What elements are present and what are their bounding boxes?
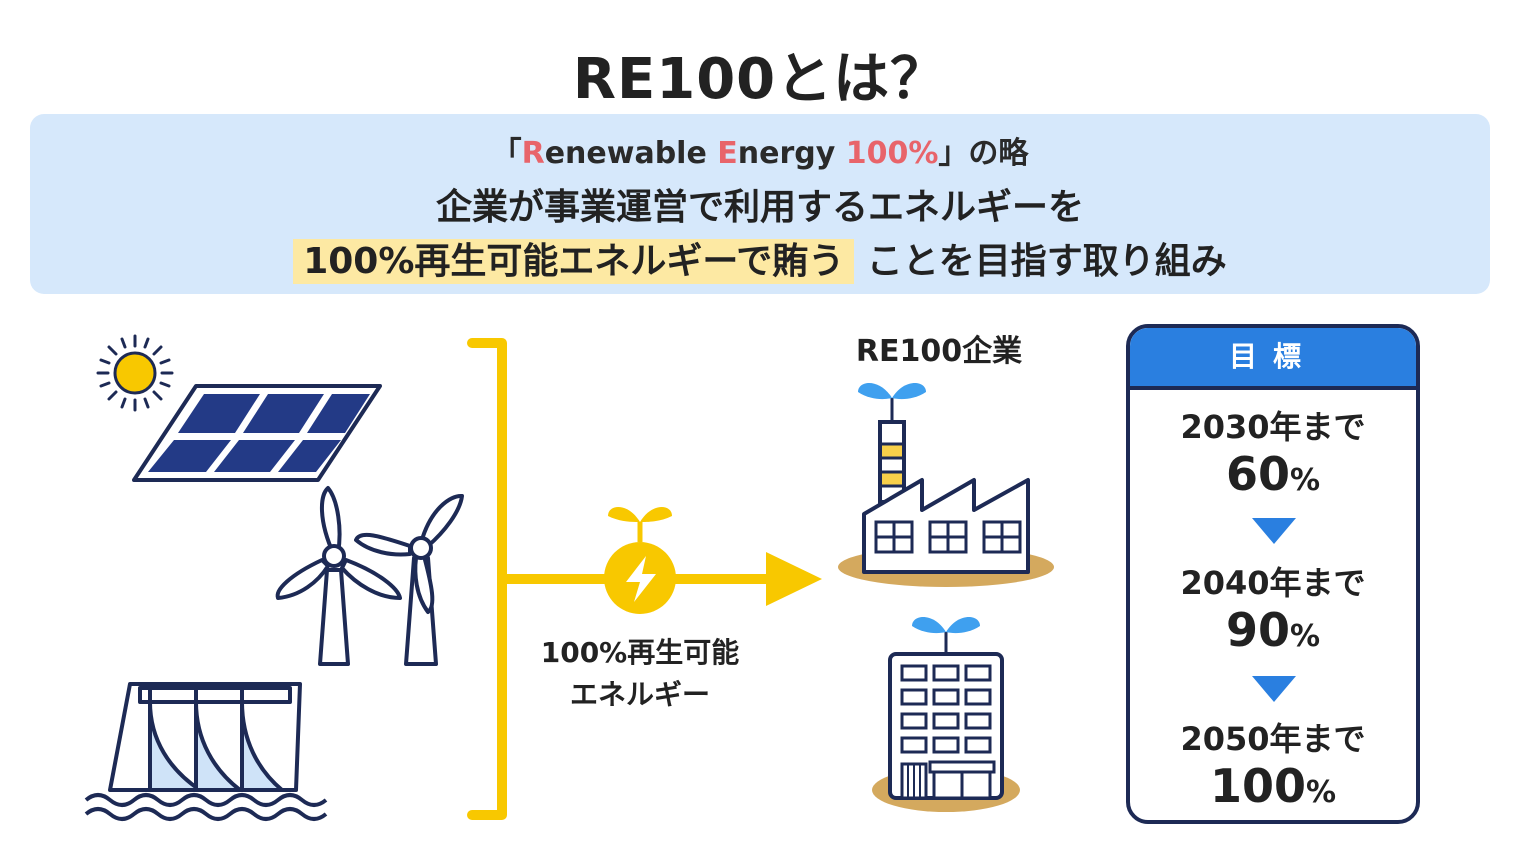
banner-line-goal: 100%再生可能エネルギーで賄う ことを目指す取り組み	[0, 232, 1520, 284]
goal-panel: 目標 2030年まで 60% 2040年まで 90% 2050年まで 100%	[1126, 324, 1420, 824]
down-arrow-icon	[1252, 676, 1296, 702]
office-building-icon	[872, 616, 1020, 812]
banner-line-acronym: 「Renewable Energy 100%」の略	[0, 128, 1520, 172]
goal-unit: %	[1305, 775, 1337, 810]
sun-icon	[96, 334, 174, 412]
flow-label: 100%再生可能 エネルギー	[520, 632, 760, 716]
page-title: RE100とは？	[572, 47, 948, 112]
factory-icon	[838, 382, 1054, 587]
goal-rest-text: ことを目指す取り組み	[866, 241, 1227, 282]
solar-panel-icon	[132, 384, 382, 482]
goal-unit: %	[1289, 619, 1321, 654]
bracket-close: 」の略	[938, 136, 1029, 171]
highlight-text: 100%再生可能エネルギーで賄う	[293, 239, 855, 284]
goal-year: 2050年まで	[1180, 720, 1366, 758]
goal-value: 100	[1209, 759, 1306, 813]
flow-arrow-head	[766, 552, 822, 606]
dam-icon	[84, 682, 328, 821]
company-title: RE100企業	[855, 334, 1023, 369]
goal-year: 2040年まで	[1180, 564, 1366, 602]
letter-e: E	[717, 136, 738, 171]
goal-percent: 100%	[1130, 760, 1416, 819]
percent-100: 100%	[845, 136, 939, 171]
letter-r: R	[521, 136, 545, 171]
word-energy: nergy	[737, 136, 846, 171]
goal-value: 60	[1225, 447, 1290, 501]
flow-label-line2: エネルギー	[569, 678, 710, 711]
down-arrow-icon	[1252, 518, 1296, 544]
goal-header: 目標	[1130, 328, 1416, 390]
goal-step-2040: 2040年まで 90%	[1130, 558, 1416, 663]
goal-step-2030: 2030年まで 60%	[1130, 402, 1416, 507]
goal-percent: 90%	[1130, 604, 1416, 663]
sprout-lightning-icon	[604, 506, 676, 614]
bracket-open: 「	[491, 136, 522, 171]
goal-value: 90	[1225, 603, 1290, 657]
wind-turbine-icon	[275, 486, 464, 666]
word-renewable: enewable	[544, 136, 718, 171]
goal-unit: %	[1289, 463, 1321, 498]
banner-line-definition: 企業が事業運営で利用するエネルギーを	[435, 187, 1084, 228]
goal-step-2050: 2050年まで 100%	[1130, 714, 1416, 819]
goal-year: 2030年まで	[1180, 408, 1366, 446]
flow-label-line1: 100%再生可能	[540, 636, 740, 669]
goal-percent: 60%	[1130, 448, 1416, 507]
